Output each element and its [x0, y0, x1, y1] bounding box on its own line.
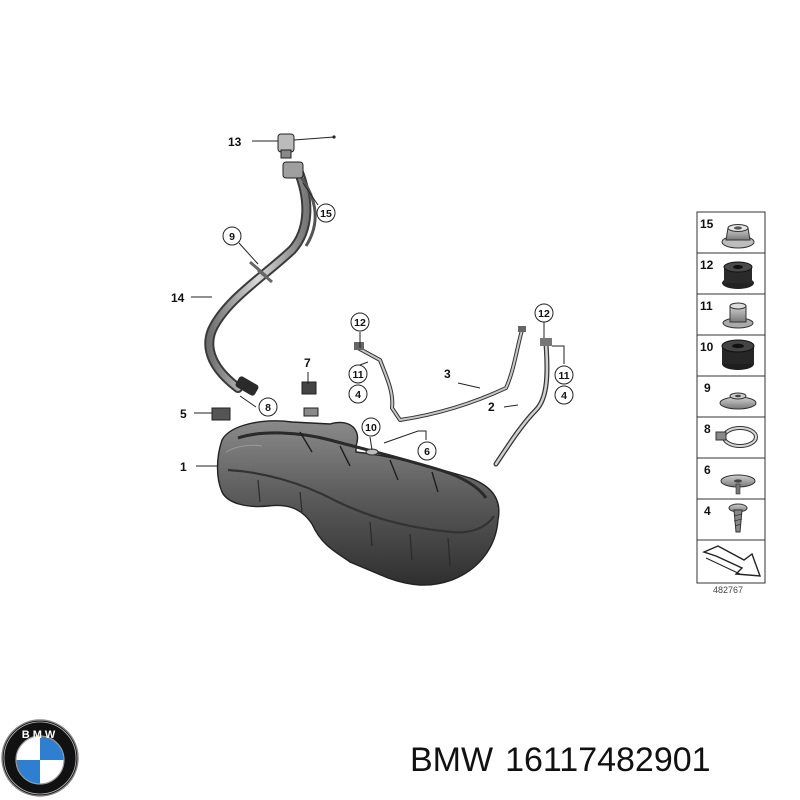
callout-12-left: 12 — [354, 317, 366, 329]
callout-11-left: 11 — [352, 369, 363, 381]
callout-4-right: 4 — [561, 390, 567, 402]
legend-part-11-nut — [722, 302, 754, 329]
callout-3: 3 — [444, 367, 451, 381]
callout-10: 10 — [365, 422, 377, 434]
legend-label-4: 4 — [704, 504, 711, 518]
tension-strap-left — [354, 326, 526, 422]
callout-15: 15 — [320, 208, 332, 220]
legend-part-9-clip-nut — [719, 392, 757, 410]
callout-2: 2 — [488, 400, 495, 414]
legend-part-4-screw — [728, 503, 748, 533]
callout-8: 8 — [265, 402, 271, 414]
legend-label-8: 8 — [704, 422, 711, 436]
callout-14: 14 — [171, 291, 185, 305]
parts-legend: 15 12 11 10 9 8 6 4 — [696, 211, 766, 584]
bmw-logo: BMW — [1, 719, 79, 797]
callout-5: 5 — [180, 407, 187, 421]
callout-7: 7 — [304, 356, 311, 370]
legend-part-10-grommet — [721, 339, 755, 370]
legend-part-15-nut — [721, 224, 755, 249]
filler-pipe — [204, 161, 317, 396]
legend-label-15: 15 — [700, 217, 714, 231]
callouts: 13 15 9 14 12 11 4 7 3 2 12 11 4 5 8 10 … — [171, 135, 574, 474]
legend-part-8-hose-clamp — [715, 426, 758, 448]
leader-lines — [191, 140, 565, 467]
callout-1: 1 — [180, 460, 187, 474]
callout-13: 13 — [228, 135, 242, 149]
fuel-tank — [216, 407, 500, 586]
callout-9: 9 — [229, 231, 235, 243]
callout-12-right: 12 — [538, 308, 550, 320]
legend-part-12-grommet — [722, 261, 754, 289]
legend-arrow-symbol — [702, 545, 762, 577]
part-caption: BMW 16117482901 — [410, 738, 790, 782]
drawing-number: 482767 — [713, 585, 743, 595]
pad-part-5 — [211, 407, 231, 421]
legend-label-12: 12 — [700, 258, 714, 272]
legend-label-10: 10 — [700, 340, 714, 354]
callout-4-left: 4 — [355, 389, 361, 401]
legend-label-6: 6 — [704, 463, 711, 477]
legend-part-6-washer — [720, 474, 756, 495]
callout-11-right: 11 — [558, 370, 569, 382]
callout-6: 6 — [424, 446, 430, 458]
tension-strap-right — [493, 338, 552, 467]
legend-label-9: 9 — [704, 381, 711, 395]
part-number: 16117482901 — [505, 741, 711, 779]
legend-label-11: 11 — [700, 299, 713, 313]
pad-part-7 — [301, 381, 317, 395]
fuel-cap — [277, 133, 336, 159]
brand-name: BMW — [410, 741, 494, 779]
svg-text:BMW: BMW — [22, 729, 59, 741]
